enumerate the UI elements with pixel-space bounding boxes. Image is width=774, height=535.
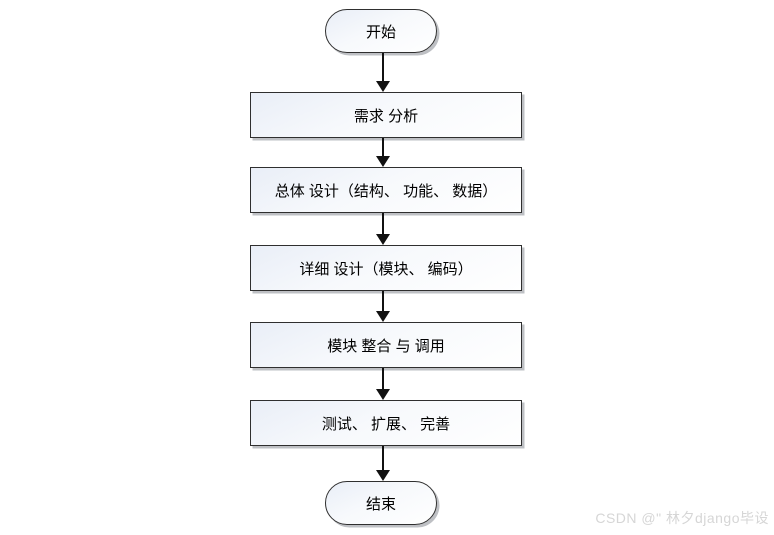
flowchart-node-end: 结束 (325, 481, 437, 525)
node-label: 结束 (365, 495, 396, 513)
arrow-head-icon (376, 81, 390, 92)
arrow-line (382, 368, 384, 391)
arrow-line (382, 291, 384, 313)
arrow-head-icon (376, 311, 390, 322)
flow-arrow (376, 368, 390, 400)
flowchart-node-start: 开始 (325, 9, 437, 53)
arrow-head-icon (376, 156, 390, 167)
flow-arrow (376, 446, 390, 481)
node-label: 开始 (365, 23, 396, 41)
flowchart-node-detailed-design: 详细 设计（模块、 编码） (250, 245, 522, 291)
flow-arrow (376, 53, 390, 92)
node-label: 测试、 扩展、 完善 (321, 415, 451, 433)
flow-arrow (376, 138, 390, 167)
csdn-watermark: CSDN @" 林夕django毕设 (595, 510, 769, 526)
arrow-head-icon (376, 234, 390, 245)
arrow-line (382, 446, 384, 472)
flowchart-node-overall-design: 总体 设计（结构、 功能、 数据） (250, 167, 522, 213)
arrow-line (382, 213, 384, 236)
flowchart-node-testing-improvement: 测试、 扩展、 完善 (250, 400, 522, 446)
flow-arrow (376, 213, 390, 245)
node-label: 需求 分析 (353, 107, 419, 125)
arrow-head-icon (376, 389, 390, 400)
flowchart-node-requirements-analysis: 需求 分析 (250, 92, 522, 138)
node-label: 详细 设计（模块、 编码） (299, 260, 473, 278)
flowchart-node-module-integration: 模块 整合 与 调用 (250, 322, 522, 368)
arrow-line (382, 138, 384, 158)
arrow-line (382, 53, 384, 83)
node-label: 总体 设计（结构、 功能、 数据） (274, 182, 498, 200)
node-label: 模块 整合 与 调用 (327, 337, 445, 355)
arrow-head-icon (376, 470, 390, 481)
flow-arrow (376, 291, 390, 322)
